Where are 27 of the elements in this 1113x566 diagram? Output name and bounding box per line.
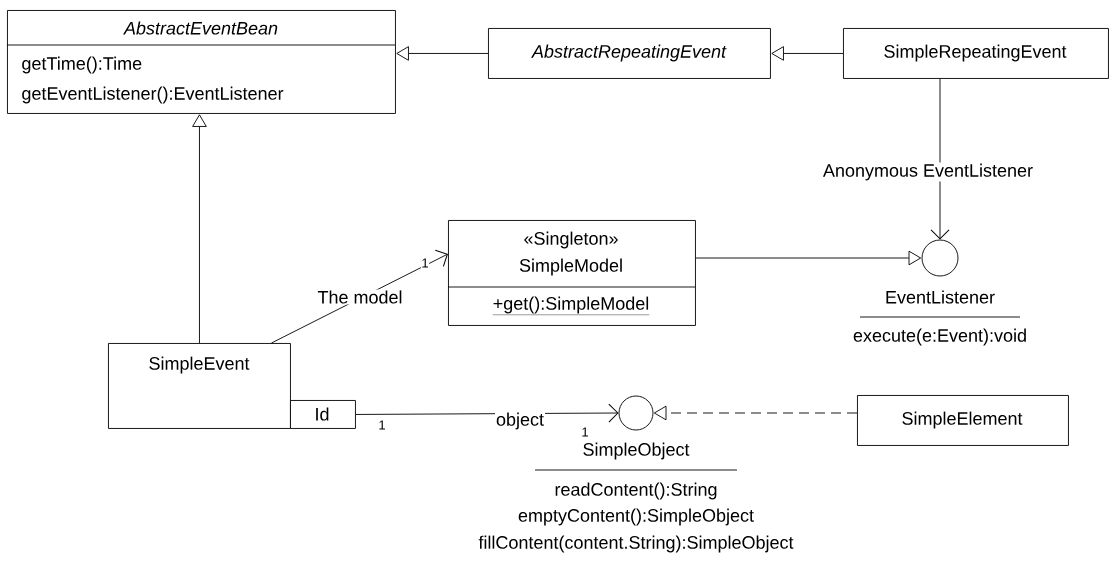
method-label: emptyContent():SimpleObject bbox=[518, 508, 754, 526]
arrow bbox=[930, 78, 950, 240]
class-box: SimpleElement bbox=[857, 395, 1069, 446]
arrow bbox=[192, 114, 207, 344]
multiplicity-label: 1 bbox=[420, 258, 430, 268]
method-label: execute(e:Event):void bbox=[853, 328, 1026, 346]
class-box: SimpleRepeatingEvent bbox=[843, 28, 1109, 79]
multiplicity-label: 1 bbox=[580, 427, 590, 437]
interface-name: SimpleObject bbox=[583, 442, 690, 460]
arrow bbox=[396, 46, 489, 61]
arrow bbox=[771, 46, 844, 61]
method-label: fillContent(content.String):SimpleObject bbox=[478, 535, 794, 553]
method-label: readContent():String bbox=[555, 482, 717, 500]
multiplicity-label: 1 bbox=[377, 420, 387, 430]
edge-label: Anonymous EventListener bbox=[821, 162, 1035, 182]
arrow bbox=[695, 250, 922, 266]
class-box: AbstractRepeatingEvent bbox=[488, 28, 771, 79]
edge-label: object bbox=[495, 411, 546, 431]
interface-name: EventListener bbox=[886, 290, 995, 304]
class-box: SimpleEvent bbox=[108, 343, 291, 429]
edge-label: The model bbox=[316, 289, 404, 305]
class-box: AbstractEventBean getTime():Time getEventListener():EventListener bbox=[6, 10, 396, 114]
interface-circle bbox=[618, 395, 654, 431]
qualifier-box: Id bbox=[290, 400, 356, 429]
interface-circle bbox=[921, 239, 959, 277]
class-box: «Singleton» SimpleModel +get():SimpleModel bbox=[447, 220, 696, 326]
dashed-arrow bbox=[653, 405, 858, 421]
